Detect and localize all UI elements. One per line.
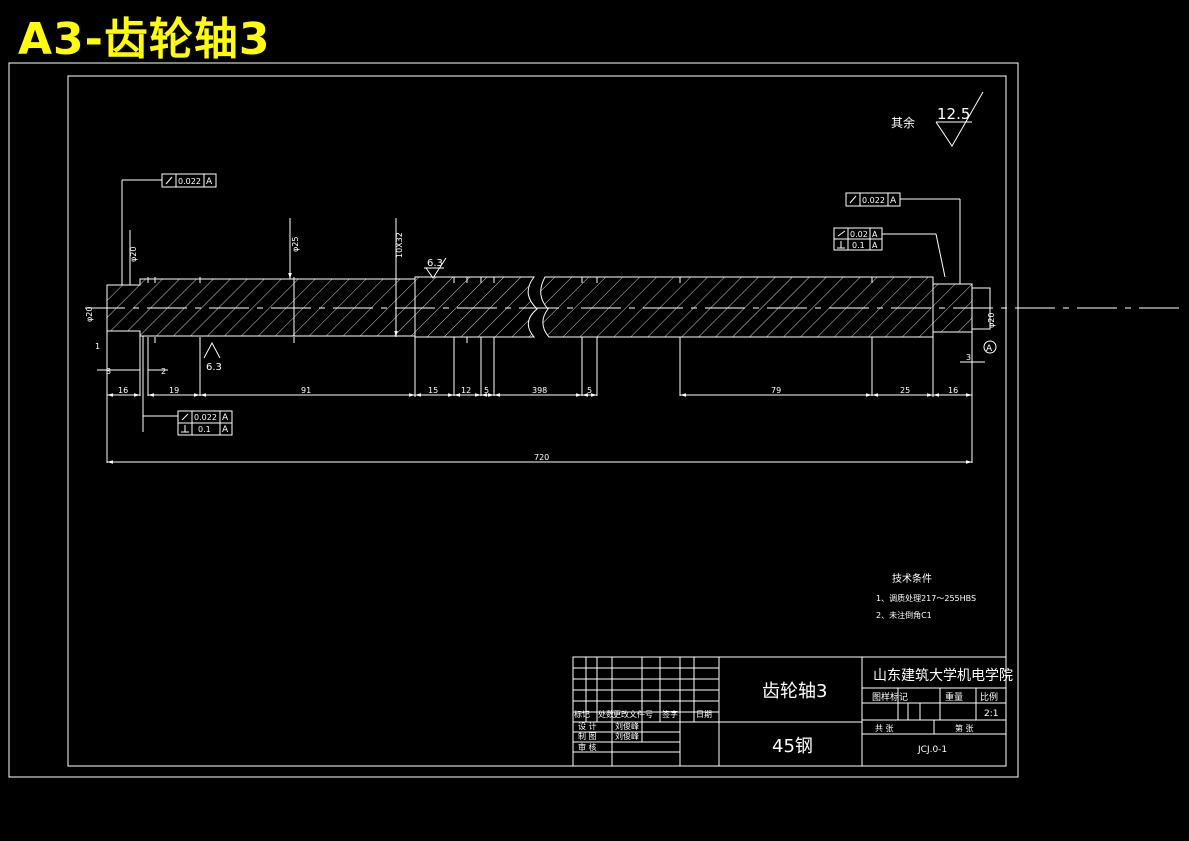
svg-text:A: A — [872, 230, 878, 239]
tolerance-frame-right-double: 0.02 A 0.1 A — [833, 227, 946, 278]
dim-5-a: 5 — [484, 386, 489, 395]
diameter-d1: φ20 — [129, 247, 138, 262]
dim-3-left: 3 — [106, 367, 111, 376]
dim-25: 25 — [900, 386, 910, 395]
title-block: 标记 处数 更改文件号 签字 日期 设 计 制 图 审 核 刘俊峰 刘俊峰 齿轮… — [572, 656, 1013, 767]
diameter-d3: 10X32 — [395, 232, 404, 258]
weight-label: 重量 — [945, 691, 963, 703]
scale-label: 比例 — [980, 691, 998, 703]
datum-label: A — [986, 344, 993, 354]
svg-text:A: A — [890, 196, 897, 206]
roughness-local: 6.3 6.3 — [203, 257, 447, 373]
roughness-local-top: 6.3 — [427, 258, 443, 269]
diameter-right-end: φ20 — [987, 313, 996, 328]
tol-runout-tl: 0.022 — [178, 177, 201, 186]
diameter-d2: φ25 — [291, 237, 300, 252]
tech-note-2: 2、未注倒角C1 — [876, 610, 932, 620]
tol-parallel: 0.02 — [850, 230, 868, 239]
svg-text:A: A — [872, 241, 878, 250]
drawing-number: JCJ.0-1 — [917, 745, 947, 755]
row-design: 设 计 — [578, 721, 597, 731]
scale-value: 2:1 — [984, 709, 998, 719]
dim-16-left: 16 — [118, 386, 128, 395]
dim-79: 79 — [771, 386, 781, 395]
dimension-chain: 16 19 91 15 12 5 398 5 79 25 16 720 3 2 … — [95, 331, 985, 464]
dim-1: 1 — [95, 342, 100, 351]
dim-720: 720 — [534, 453, 549, 462]
roughness-local-bottom: 6.3 — [206, 362, 222, 373]
dim-15: 15 — [428, 386, 438, 395]
stage-mark: 图样标记 — [872, 691, 908, 703]
school-name: 山东建筑大学机电学院 — [873, 668, 1013, 684]
material: 45钢 — [772, 736, 813, 757]
dim-2: 2 — [161, 367, 166, 376]
tolerance-frame-bottom: 0.022 A 0.1 A — [142, 336, 233, 436]
col-date: 日期 — [696, 710, 712, 719]
col-sign: 签字 — [662, 709, 678, 719]
diameter-left-end: φ20 — [85, 307, 94, 322]
shaft-body — [85, 276, 1180, 343]
svg-text:A: A — [222, 413, 229, 423]
drafter-name: 刘俊峰 — [615, 731, 639, 741]
inner-border — [67, 75, 1007, 767]
dim-91: 91 — [301, 386, 311, 395]
tolerance-frame-top-left: 0.022 A — [121, 173, 217, 285]
technical-notes: 技术条件 1、调质处理217～255HBS 2、未注倒角C1 — [876, 572, 976, 620]
sheet-number: 第 张 — [955, 723, 974, 733]
dim-12: 12 — [461, 386, 471, 395]
row-review: 审 核 — [578, 742, 597, 752]
tech-notes-title: 技术条件 — [892, 572, 932, 585]
diameter-callouts: φ20 φ25 10X32 φ20 φ20 — [85, 218, 996, 337]
dim-5-b: 5 — [587, 386, 592, 395]
total-sheets: 共 张 — [875, 724, 894, 733]
col-mark: 标记 — [574, 709, 590, 719]
tolerance-frame-top-right: 0.022 A — [845, 192, 961, 284]
svg-text:A: A — [222, 425, 229, 435]
dim-19: 19 — [169, 386, 179, 395]
tol-runout-tr: 0.022 — [862, 196, 885, 205]
shaft-left-section — [106, 276, 538, 338]
tech-note-1: 1、调质处理217～255HBS — [876, 593, 976, 603]
row-draw: 制 图 — [578, 731, 597, 741]
svg-text:A: A — [206, 177, 213, 187]
tol-perp-bottom: 0.1 — [198, 425, 211, 434]
roughness-value: 12.5 — [937, 105, 970, 123]
datum-marker: A — [983, 340, 997, 354]
tol-runout-bottom: 0.022 — [194, 413, 217, 422]
roughness-label: 其余 — [891, 115, 915, 130]
shaft-right-section — [540, 276, 973, 338]
roughness-general: 其余 12.5 — [891, 91, 984, 147]
outer-border — [8, 62, 1019, 778]
dim-398: 398 — [532, 386, 547, 395]
dim-3-right: 3 — [966, 353, 971, 362]
col-file: 更改文件号 — [613, 709, 653, 719]
dim-16-right: 16 — [948, 386, 958, 395]
page-title: A3-齿轮轴3 — [18, 14, 271, 65]
roughness-symbol — [935, 91, 984, 147]
designer-name: 刘俊峰 — [615, 721, 639, 731]
tol-perp-right: 0.1 — [852, 241, 865, 250]
col-count: 处数 — [598, 709, 614, 719]
part-name: 齿轮轴3 — [762, 681, 827, 702]
